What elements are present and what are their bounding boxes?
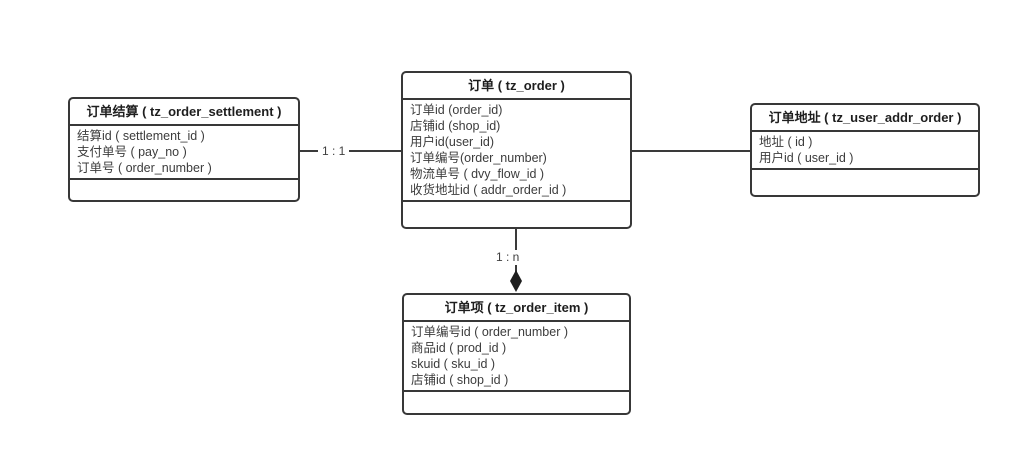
field-row: 店铺id ( shop_id ) [411,373,509,387]
field-row: 订单编号(order_number) [410,151,547,165]
entity-fields: 结算id ( settlement_id ) 支付单号 ( pay_no ) 订… [70,126,298,180]
field-row: 店铺id (shop_id) [410,119,501,133]
field-row: 商品id ( prod_id ) [411,341,507,355]
relation-label-one-to-one: 1 : 1 [318,144,350,159]
entity-order-settlement[interactable]: 订单结算 ( tz_order_settlement ) 结算id ( sett… [68,97,300,202]
field-row: 订单号 ( order_number ) [77,161,212,175]
entity-title: 订单 ( tz_order ) [403,73,630,100]
entity-footer-empty [404,392,629,413]
field-row: 用户id(user_id) [410,135,495,149]
relation-settlement-order-line [300,150,401,152]
entity-title: 订单结算 ( tz_order_settlement ) [70,99,298,126]
field-row: 收货地址id ( addr_order_id ) [410,183,567,197]
entity-fields: 地址 ( id ) 用户id ( user_id ) [752,132,978,170]
field-row: 地址 ( id ) [759,135,813,149]
relation-label-one-to-n: 1 : n [492,250,524,265]
entity-footer-empty [752,170,978,195]
relation-order-addr-line [631,150,750,152]
field-row: 结算id ( settlement_id ) [77,129,205,143]
field-row: 订单编号id ( order_number ) [411,325,568,339]
field-row: skuid ( sku_id ) [411,357,496,371]
field-row: 支付单号 ( pay_no ) [77,145,187,159]
field-row: 物流单号 ( dvy_flow_id ) [410,167,545,181]
entity-footer-empty [403,202,630,227]
entity-footer-empty [70,180,298,200]
entity-order-item[interactable]: 订单项 ( tz_order_item ) 订单编号id ( order_num… [402,293,631,415]
entity-title: 订单地址 ( tz_user_addr_order ) [752,105,978,132]
entity-title: 订单项 ( tz_order_item ) [404,295,629,322]
entity-fields: 订单id (order_id) 店铺id (shop_id) 用户id(user… [403,100,630,202]
field-row: 用户id ( user_id ) [759,151,854,165]
entity-fields: 订单编号id ( order_number ) 商品id ( prod_id )… [404,322,629,392]
diamond-arrow-icon [510,270,522,292]
entity-order[interactable]: 订单 ( tz_order ) 订单id (order_id) 店铺id (sh… [401,71,632,229]
field-row: 订单id (order_id) [410,103,503,117]
entity-user-addr-order[interactable]: 订单地址 ( tz_user_addr_order ) 地址 ( id ) 用户… [750,103,980,197]
